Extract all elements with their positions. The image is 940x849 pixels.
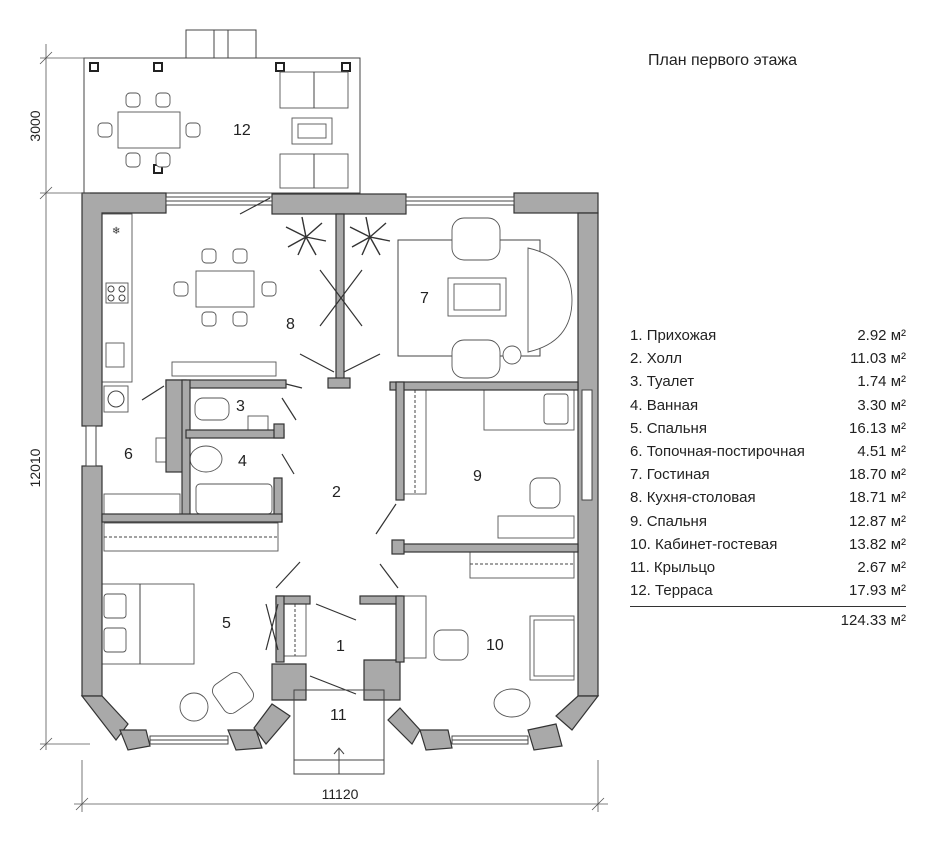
dimension-lines: 3000 12010 11120 — [27, 44, 608, 812]
legend-room-number: 7. — [630, 466, 643, 484]
room-label-3: 3 — [236, 398, 245, 415]
legend-row: 6. Топочная-постирочная 4.51 м² — [630, 440, 906, 463]
legend-room-number: 9. — [630, 512, 643, 530]
legend-room-area: 13.82 м² — [848, 535, 906, 553]
terrace: 12 — [83, 29, 361, 194]
legend-room-title: Топочная-постирочная — [646, 442, 805, 460]
legend-room-number: 3. — [630, 373, 643, 391]
legend-room-area: 1.74 м² — [857, 373, 906, 391]
legend-room-number: 12. — [630, 582, 651, 600]
legend-row: 12. Терраса 17.93 м² — [630, 579, 906, 602]
legend-room-title: Спальня — [646, 419, 707, 437]
legend-total-area: 124.33 м² — [840, 612, 906, 630]
legend-room-title: Терраса — [655, 582, 713, 600]
legend-room-name: 1. Прихожая — [630, 324, 716, 347]
legend-room-number: 1. — [630, 327, 643, 344]
legend-room-number: 4. — [630, 396, 643, 414]
legend-room-area: 16.13 м² — [848, 419, 906, 437]
legend-room-name: 11. Крыльцо — [630, 556, 715, 579]
legend-divider — [630, 606, 906, 608]
legend-room-name: 5. Спальня — [630, 417, 707, 440]
legend-room-area: 17.93 м² — [848, 582, 906, 600]
legend-room-number: 2. — [630, 350, 643, 368]
legend-room-area: 4.51 м² — [857, 442, 906, 460]
legend-room-area: 18.71 м² — [848, 489, 906, 507]
legend-row: 5. Спальня 16.13 м² — [630, 417, 906, 440]
legend-room-area: 11.03 м² — [850, 350, 906, 368]
legend-room-area: 3.30 м² — [857, 396, 906, 414]
legend-row: 11. Крыльцо 2.67 м² — [630, 556, 906, 579]
room-label-8: 8 — [286, 316, 295, 333]
legend-row: 4. Ванная 3.30 м² — [630, 394, 906, 417]
legend-room-name: 6. Топочная-постирочная — [630, 440, 805, 463]
legend-room-area: 18.70 м² — [848, 466, 906, 484]
room-label-5: 5 — [222, 615, 231, 632]
legend-room-title: Прихожая — [646, 327, 717, 344]
room-label-4: 4 — [238, 453, 247, 470]
legend-room-name: 2. Холл — [630, 347, 682, 370]
legend-room-number: 6. — [630, 442, 643, 460]
room-label-10: 10 — [486, 637, 504, 654]
legend-room-name: 12. Терраса — [630, 579, 713, 602]
room-label-12: 12 — [233, 122, 251, 139]
legend-row: 9. Спальня 12.87 м² — [630, 510, 906, 533]
legend-room-name: 8. Кухня-столовая — [630, 486, 756, 509]
legend-room-number: 11. — [630, 558, 650, 576]
legend-room-name: 3. Туалет — [630, 370, 694, 393]
legend-room-title: Спальня — [646, 512, 707, 530]
legend-room-name: 4. Ванная — [630, 394, 698, 417]
legend-room-number: 5. — [630, 419, 643, 437]
room-label-11: 11 — [330, 707, 347, 724]
legend-room-title: Кухня-столовая — [646, 489, 756, 507]
room-label-7: 7 — [420, 290, 429, 307]
legend-row: 10. Кабинет-гостевая 13.82 м² — [630, 533, 906, 556]
legend-row: 3. Туалет 1.74 м² — [630, 370, 906, 393]
dim-house-width: 11120 — [322, 786, 359, 802]
dim-terrace-depth: 3000 — [27, 110, 43, 141]
page-title: План первого этажа — [648, 52, 797, 69]
room-label-6: 6 — [124, 446, 133, 463]
legend-room-area: 12.87 м² — [848, 512, 906, 530]
legend-room-name: 10. Кабинет-гостевая — [630, 533, 777, 556]
legend-room-name: 9. Спальня — [630, 510, 707, 533]
legend-row: 7. Гостиная 18.70 м² — [630, 463, 906, 486]
legend-room-area: 2.92 м² — [857, 327, 906, 344]
porch — [293, 689, 385, 775]
legend-room-title: Кабинет-гостевая — [655, 535, 778, 553]
windows — [85, 196, 593, 745]
dim-house-depth: 12010 — [27, 448, 43, 487]
legend-room-title: Гостиная — [646, 466, 710, 484]
legend-row: 1. Прихожая 2.92 м² — [630, 324, 906, 347]
legend-row: 8. Кухня-столовая 18.71 м² — [630, 486, 906, 509]
legend-row: 2. Холл 11.03 м² — [630, 347, 906, 370]
room-label-1: 1 — [336, 638, 345, 655]
room-labels: 1 2 3 4 5 6 7 8 9 10 11 — [124, 290, 504, 724]
walls — [80, 192, 600, 751]
room-area-legend: 1. Прихожая 2.92 м² 2. Холл 11.03 м² 3. Туал… — [630, 324, 906, 629]
legend-room-title: Крыльцо — [653, 558, 716, 576]
room-label-2: 2 — [332, 484, 341, 501]
room-label-9: 9 — [473, 468, 482, 485]
legend-room-number: 8. — [630, 489, 643, 507]
legend-room-number: 10. — [630, 535, 651, 553]
legend-room-title: Ванная — [646, 396, 699, 414]
legend-room-title: Туалет — [646, 373, 695, 391]
interior-furniture: ❄ — [101, 213, 575, 722]
legend-room-title: Холл — [646, 350, 683, 368]
legend-room-area: 2.67 м² — [857, 558, 906, 576]
doors — [141, 197, 399, 695]
svg-text:❄: ❄ — [112, 226, 120, 237]
legend-room-name: 7. Гостиная — [630, 463, 710, 486]
